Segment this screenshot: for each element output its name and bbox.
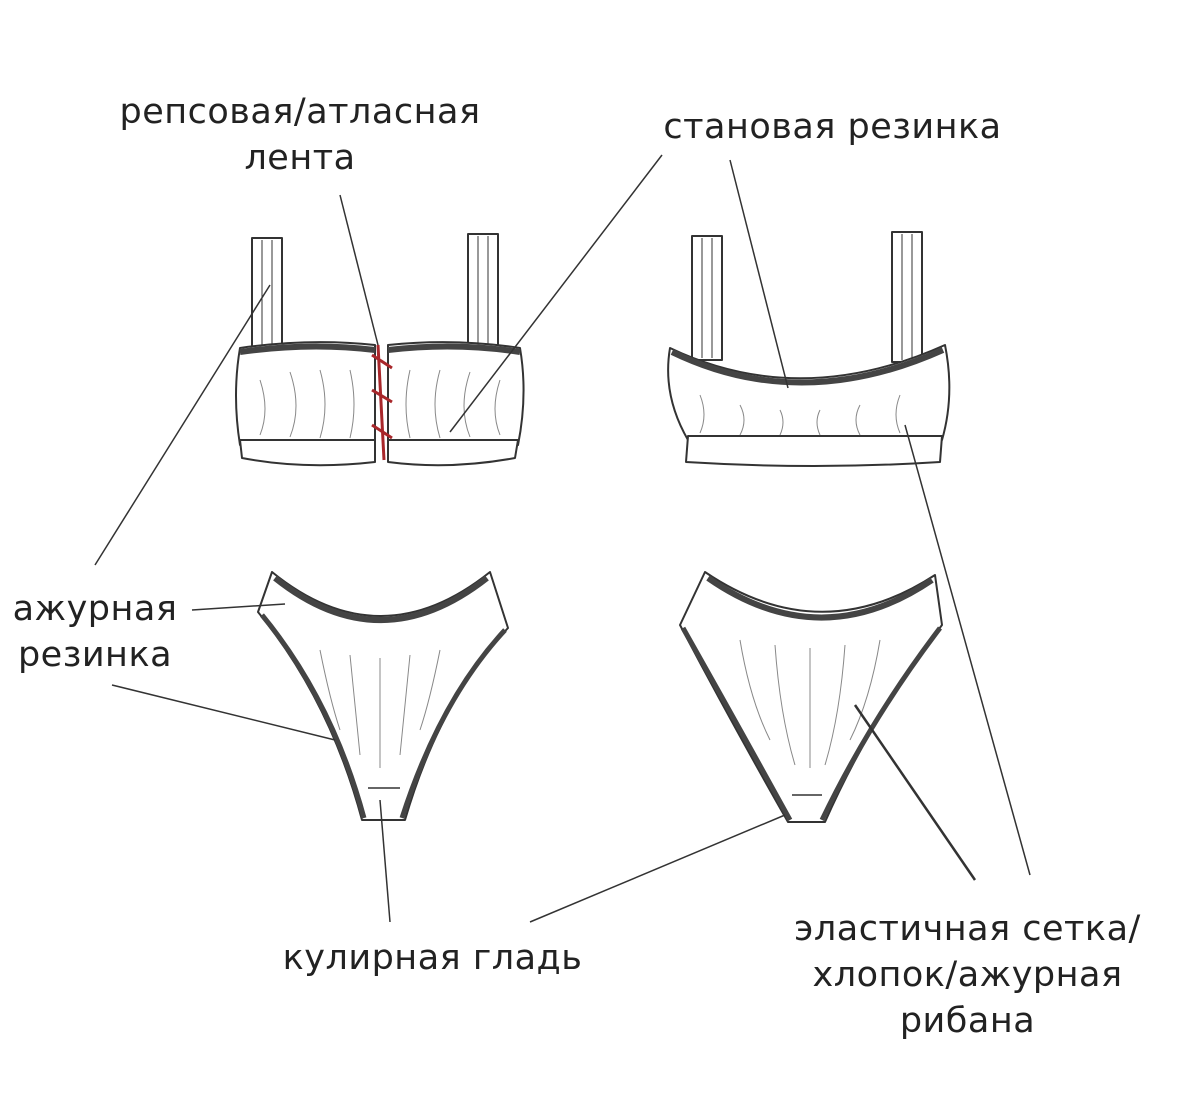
bra-front — [235, 233, 525, 467]
leader-waist-front — [449, 154, 663, 433]
left-ruffle — [239, 439, 376, 467]
label-lace-elastic: ажурная резинка — [10, 586, 180, 678]
label-ribbon-line1: репсовая/атласная — [119, 92, 481, 132]
label-lace-line1: ажурная — [12, 589, 178, 629]
left-cup — [235, 341, 376, 446]
leader-waist-back — [729, 159, 789, 389]
leader-fabric-bra — [904, 424, 1031, 876]
label-ribbon-line2: лента — [244, 138, 356, 178]
panties-front — [257, 571, 509, 821]
left-strap — [251, 237, 283, 349]
leader-jersey-back — [529, 814, 786, 923]
red-lacing — [371, 344, 393, 461]
leader-ribbon — [339, 194, 379, 346]
leader-fabric-panty — [853, 704, 977, 881]
right-cup — [387, 341, 525, 446]
leader-lace-leg — [111, 684, 336, 741]
right-strap — [467, 233, 499, 349]
back-band — [667, 344, 951, 441]
leader-jersey-front — [379, 799, 391, 923]
label-ribbon: репсовая/атласная лента — [100, 89, 500, 181]
left-strap-back — [691, 235, 723, 361]
label-fabric-line3: рибана — [899, 1001, 1036, 1041]
label-lace-line2: резинка — [17, 635, 173, 675]
label-waist-elastic: становая резинка — [663, 107, 1002, 147]
label-fabric: эластичная сетка/ хлопок/ажурная рибана — [780, 906, 1155, 1044]
leader-lines — [94, 154, 1031, 923]
back-ruffle — [685, 435, 943, 467]
label-jersey: кулирная гладь — [282, 938, 583, 978]
leader-lace-top — [191, 603, 286, 611]
panties-back — [679, 571, 943, 823]
right-ruffle — [387, 439, 519, 467]
leader-lace-strap — [94, 284, 271, 566]
right-strap-back — [891, 231, 923, 363]
label-fabric-line2: хлопок/ажурная — [812, 955, 1123, 995]
label-fabric-line1: эластичная сетка/ — [794, 909, 1141, 949]
front-panel — [257, 571, 509, 821]
bra-back — [667, 231, 951, 467]
